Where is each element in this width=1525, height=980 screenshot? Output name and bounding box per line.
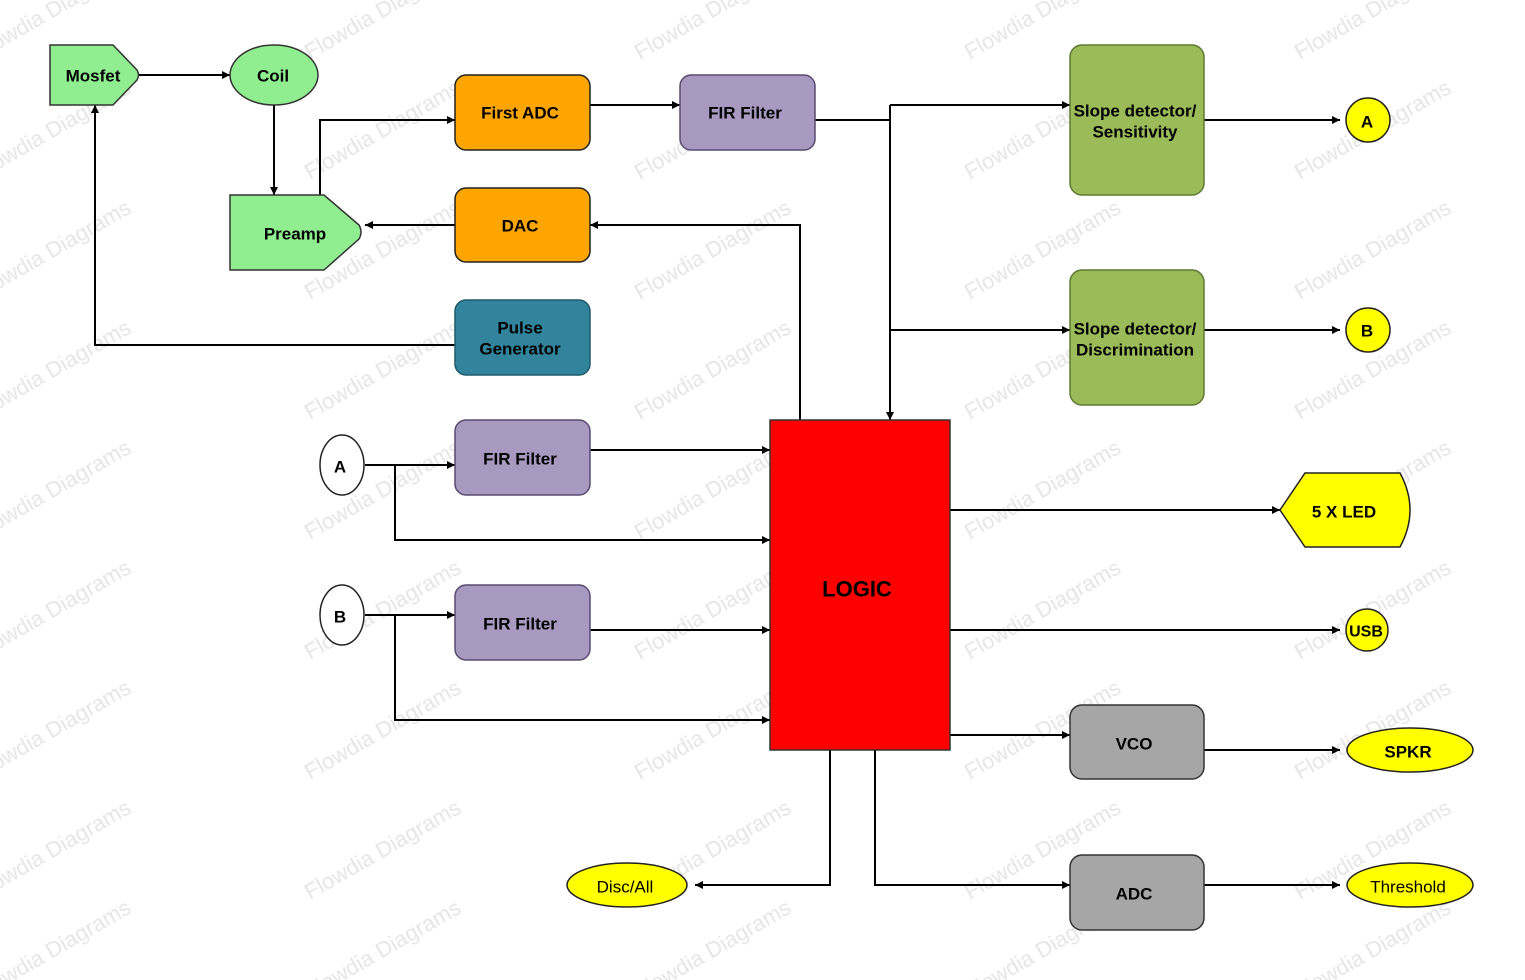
node-slope-discrimination-label-line1: Slope detector/ [1074,320,1197,339]
node-first-adc-label: First ADC [481,104,559,123]
node-preamp-label: Preamp [264,225,326,244]
edge-in-a-logic[interactable] [394,465,770,544]
node-input-a-label: A [334,458,346,477]
node-slope-sensitivity[interactable]: Slope detector/ Sensitivity [1069,44,1205,196]
node-led[interactable]: 5 X LED [1279,472,1411,548]
node-spkr-label: SPKR [1384,743,1431,762]
node-fir-filter-a[interactable]: FIR Filter [454,419,591,496]
node-input-b[interactable]: B [319,584,365,646]
node-fir-filter-top-label: FIR Filter [708,104,782,123]
node-adc-label: ADC [1116,885,1153,904]
watermark-text: Flowdia Diagrams [0,795,135,905]
node-logic-label: LOGIC [822,577,892,602]
watermark-text: Flowdia Diagrams [300,0,465,64]
node-input-a[interactable]: A [319,434,365,496]
node-threshold-label: Threshold [1370,878,1446,897]
watermark-text: Flowdia Diagrams [0,435,135,545]
node-adc[interactable]: ADC [1069,854,1205,931]
watermark-text: Flowdia Diagrams [1290,0,1455,64]
node-fir-filter-top[interactable]: FIR Filter [679,74,816,151]
node-mosfet-label: Mosfet [66,67,121,86]
node-first-adc[interactable]: First ADC [454,74,591,151]
edge-logic-dac[interactable] [590,221,801,420]
node-dac-label: DAC [502,217,539,236]
watermark-text: Flowdia Diagrams [0,675,135,785]
watermark-text: Flowdia Diagrams [1290,195,1455,305]
watermark-text: Flowdia Diagrams [0,195,135,305]
edges [91,71,1340,889]
watermark-text: Flowdia Diagrams [630,315,795,425]
node-mosfet[interactable]: Mosfet [49,44,140,106]
node-input-b-label: B [334,608,346,627]
watermark-text: Flowdia Diagrams [960,555,1125,665]
watermark-text: Flowdia Diagrams [300,75,465,185]
watermark-text: Flowdia Diagrams [0,555,135,665]
node-fir-filter-a-label: FIR Filter [483,450,557,469]
node-coil-label: Coil [257,67,289,86]
edge-preamp-first-adc[interactable] [319,116,455,195]
node-threshold[interactable]: Threshold [1346,862,1474,908]
nodes: Mosfet Coil Preamp First ADC FIR Filter … [49,44,1474,931]
node-logic[interactable]: LOGIC [769,419,951,751]
node-spkr[interactable]: SPKR [1346,727,1474,773]
node-usb-label: USB [1349,624,1383,641]
node-output-b-label: B [1361,322,1373,341]
node-pulse-generator-label-line2: Generator [479,340,561,359]
watermark-text: Flowdia Diagrams [300,895,465,980]
edge-pulse-generator-mosfet[interactable] [91,105,455,346]
node-usb[interactable]: USB [1345,608,1389,652]
node-vco[interactable]: VCO [1069,704,1205,780]
watermark-text: Flowdia Diagrams [300,795,465,905]
edge-logic-adc[interactable] [874,750,1070,889]
edge-in-b-logic[interactable] [394,615,770,724]
node-output-a[interactable]: A [1345,97,1391,143]
node-preamp[interactable]: Preamp [229,194,362,271]
watermark-text: Flowdia Diagrams [300,675,465,785]
node-slope-sensitivity-label-line1: Slope detector/ [1074,102,1197,121]
watermark-text: Flowdia Diagrams [300,315,465,425]
watermark-text: Flowdia Diagrams [960,435,1125,545]
node-disc-all-label: Disc/All [597,878,654,897]
watermark-text: Flowdia Diagrams [0,895,135,980]
node-coil[interactable]: Coil [229,44,319,106]
node-slope-sensitivity-label-line2: Sensitivity [1092,123,1178,142]
node-disc-all[interactable]: Disc/All [566,862,688,908]
edge-logic-disc-all[interactable] [695,750,831,889]
node-fir-filter-b[interactable]: FIR Filter [454,584,591,661]
watermark-text: Flowdia Diagrams [630,0,795,64]
node-vco-label: VCO [1116,735,1153,754]
node-output-a-label: A [1361,113,1373,132]
node-slope-discrimination[interactable]: Slope detector/ Discrimination [1069,269,1205,406]
watermark-text: Flowdia Diagrams [0,315,135,425]
node-pulse-generator[interactable]: Pulse Generator [454,299,591,376]
watermark-text: Flowdia Diagrams [630,895,795,980]
node-led-label: 5 X LED [1312,503,1376,522]
node-fir-filter-b-label: FIR Filter [483,615,557,634]
node-output-b[interactable]: B [1345,307,1391,353]
node-dac[interactable]: DAC [454,187,591,263]
node-slope-discrimination-label-line2: Discrimination [1076,341,1194,360]
watermark-text: Flowdia Diagrams [630,195,795,305]
watermark-text: Flowdia Diagrams [1290,895,1455,980]
node-pulse-generator-label-line1: Pulse [497,319,542,338]
